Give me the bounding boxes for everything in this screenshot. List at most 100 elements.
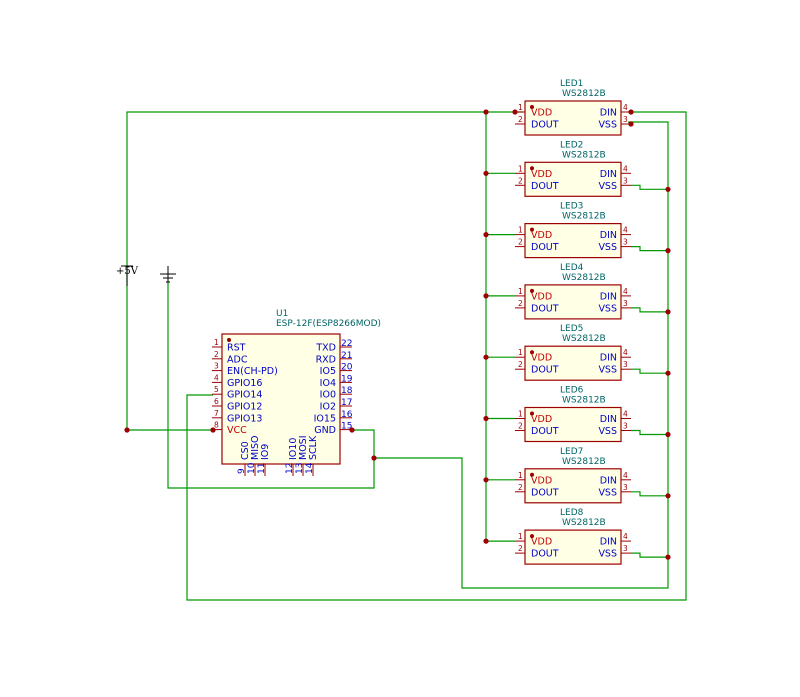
junctions [124,109,671,560]
led-pin-name: DOUT [531,426,559,437]
led-pin-number: 2 [518,299,523,308]
led-ref: LED7 [560,447,583,457]
led-pin-number: 1 [518,103,523,112]
led-body [524,100,622,136]
wire-junction [210,427,216,433]
led-pin-number: 3 [623,544,628,553]
u1-pin-number: 21 [341,351,352,361]
led-pin-number: 2 [518,422,523,431]
led-pin-number: 3 [623,360,628,369]
led-ref: LED2 [560,140,583,150]
led-pin-name: VSS [598,303,617,314]
u1-pin-number: 14 [305,462,315,474]
led-pin-name: DOUT [531,242,559,253]
u1-pin-number: 2 [214,350,219,359]
led-pin-name: VSS [598,242,617,253]
u1-pin-number: 18 [341,386,353,396]
wire-junction [628,121,634,127]
led-pin-name: DIN [600,537,617,548]
led-pin-name: DIN [600,230,617,241]
wire-gnd-left [167,282,375,489]
led-pin-name: VDD [531,169,552,180]
led-pin-name: DIN [600,169,617,180]
wire-junction [665,554,671,560]
led-pin-number: 4 [623,348,628,357]
led-value: WS2812B [562,457,606,467]
u1-pin-name: GPIO12 [227,402,262,413]
u1-pin-number: 8 [214,421,219,430]
u1-pin-name: IO0 [320,390,336,401]
led-pin-name: VSS [598,365,617,376]
led-pin-name: DIN [600,475,617,486]
u1-pin-number: 3 [214,362,219,371]
led-ref: LED1 [560,79,583,89]
led-body [524,284,622,320]
led-body [524,223,622,259]
wire-junction [483,415,489,422]
led-pin-number: 2 [518,483,523,492]
u1-pin-number: 7 [214,409,219,418]
led-value: WS2812B [562,396,606,406]
led-ref: LED5 [560,324,583,334]
wire-vss-branch [631,368,668,374]
led-pin-number: 1 [518,348,523,357]
led-pin-name: VSS [598,487,617,498]
led-body [524,161,622,197]
led-body [524,468,622,504]
u1-pin-number: 6 [214,397,219,406]
u1-pin-name: MOSI [298,435,309,460]
u1-pin-number: 20 [341,363,353,373]
led-pin-number: 1 [518,410,523,419]
u1-pin-name: GPIO13 [227,413,262,424]
u1-pin-name: RXD [316,354,336,365]
led-pin-name: DOUT [531,549,559,560]
u1-ref: U1 [276,309,288,319]
wire-junction [512,109,518,115]
u1-pin-name: IO10 [288,438,299,460]
wire-junction [665,431,671,438]
u1-pin-name: IO4 [320,378,336,389]
u1-pin-name: SCLK [308,435,319,460]
led-pin-number: 3 [623,299,628,308]
u1-pin-name: ADC [227,354,248,365]
led-pin-name: VDD [531,475,552,486]
led-pin-number: 1 [518,287,523,296]
led-pin-name: DIN [600,108,617,119]
wire-junction [665,248,671,254]
led-pin-number: 4 [623,410,628,419]
led-pin-number: 1 [518,164,523,173]
u1-pin-number: 1 [214,338,219,347]
led-pin-name: VDD [531,108,552,119]
wire-vss-branch [631,184,668,190]
u1-pin-number: 10 [247,462,257,474]
led-pin-name: DOUT [531,303,559,314]
u1-pin-name: EN(CH-PD) [227,366,278,377]
led-pin-name: DOUT [531,365,559,376]
led-body [524,345,622,381]
led-ref: LED3 [560,202,583,212]
led-pin-name: DOUT [531,487,559,498]
led-pin-number: 4 [623,471,628,480]
ground-symbol [160,266,176,283]
wire-junction [483,109,489,115]
vcc-power-symbol: +5V [116,265,139,286]
led-ref: LED6 [560,386,584,396]
led-body [524,529,622,565]
wire-junction [665,186,671,192]
u1-pin-name: MISO [250,435,261,460]
wire-junction [483,538,489,544]
led-pin-name: VSS [598,549,617,560]
u1-pin-name: RST [227,343,246,354]
wire-junction [665,309,671,315]
u1-pin-name: IO2 [320,402,336,413]
